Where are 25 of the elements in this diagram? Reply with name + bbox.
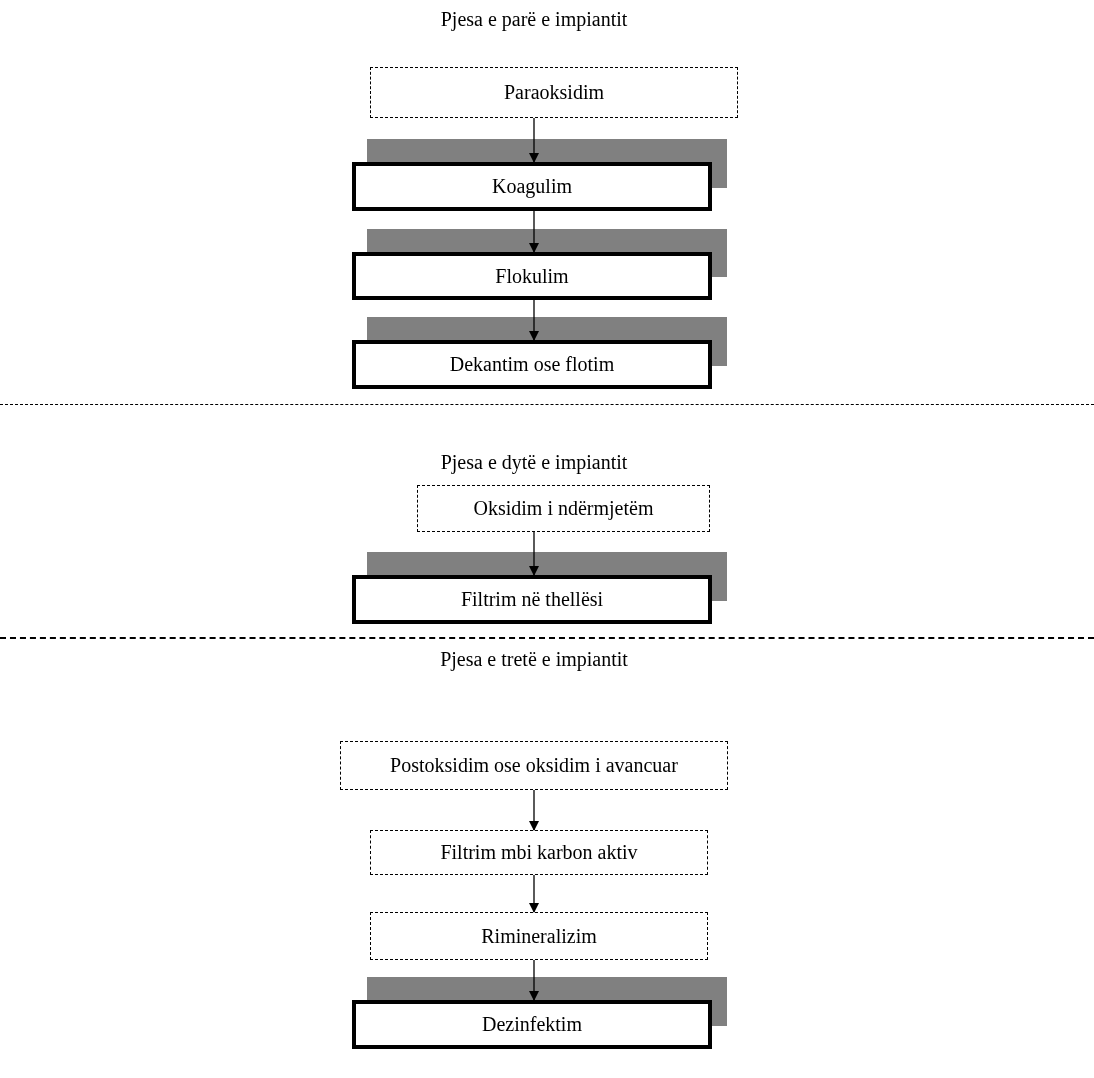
arrow [529,117,539,163]
section-heading: Pjesa e dytë e impiantit [440,451,628,474]
step-label: Oksidim i ndërmjetëm [473,497,654,520]
step-label: Postoksidim ose oksidim i avancuar [390,754,678,777]
step-label: Paraoksidim [504,81,604,104]
step-label: Rimineralizim [481,924,597,948]
arrow [529,874,539,913]
optional-step-box [417,485,710,532]
optional-step-box [370,830,708,875]
optional-step-box [370,67,738,118]
arrow [529,210,539,253]
arrow [529,531,539,576]
section-heading: Pjesa e parë e impiantit [440,8,628,31]
step-label: Dekantim ose flotim [449,353,615,376]
arrow [529,299,539,341]
step-label: Dezinfektim [482,1013,582,1036]
arrow [529,959,539,1001]
step-label: Flokulim [495,264,569,288]
arrow [529,789,539,831]
step-label: Koagulim [492,175,572,198]
optional-step-box [340,741,728,790]
optional-step-box [370,912,708,960]
step-label: Filtrim në thellësi [460,588,604,611]
section-heading: Pjesa e tretë e impiantit [440,648,628,671]
step-label: Filtrim mbi karbon aktiv [440,841,638,864]
